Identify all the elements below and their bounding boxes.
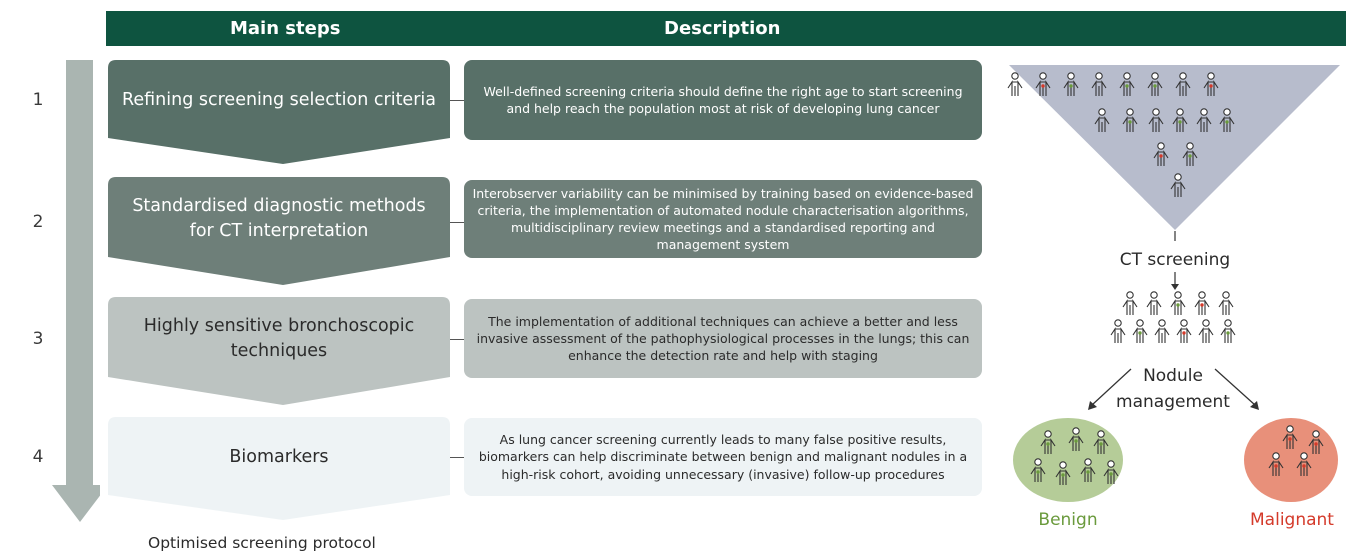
person-icon	[1219, 108, 1235, 132]
table-header-bar	[106, 11, 1346, 46]
step-title-2: Standardised diagnostic methods for CT i…	[132, 195, 426, 241]
step-description-2: Interobserver variability can be minimis…	[464, 180, 982, 258]
step-chevron-4	[108, 417, 450, 520]
person-icon	[1093, 430, 1109, 454]
person-icon	[1119, 72, 1135, 96]
step-number-1: 1	[32, 90, 44, 110]
person-icon	[1110, 319, 1126, 343]
person-icon	[1091, 72, 1107, 96]
step-chevron-3	[108, 297, 450, 405]
connector-2	[450, 222, 464, 223]
person-icon	[1175, 72, 1191, 96]
nodule-label-line2: management	[1116, 392, 1230, 412]
person-icon	[1170, 173, 1186, 197]
connector-1	[450, 100, 464, 101]
person-icon	[1122, 291, 1138, 315]
ct-screening-label: CT screening	[1120, 250, 1230, 270]
person-icon	[1308, 430, 1324, 454]
screening-funnel-illustration: CT screening Nodule management Benign Ma…	[1007, 65, 1340, 530]
person-icon	[1296, 452, 1312, 476]
nodule-label-line1: Nodule	[1143, 366, 1203, 386]
outcome-label: Optimised screening protocol	[148, 534, 376, 552]
step-number-3: 3	[32, 329, 44, 349]
person-icon	[1055, 461, 1071, 485]
funnel-triangle	[1009, 65, 1340, 230]
person-icon	[1080, 458, 1096, 482]
person-icon	[1176, 319, 1192, 343]
person-icon	[1068, 427, 1084, 451]
step-number-4: 4	[32, 447, 44, 467]
step-description-4: As lung cancer screening currently leads…	[464, 418, 982, 496]
person-icon	[1146, 291, 1162, 315]
step-title-3: Highly sensitive bronchoscopic technique…	[143, 315, 415, 361]
step-chevron-1	[108, 60, 450, 164]
connector-4	[450, 457, 464, 458]
person-icon	[1094, 108, 1110, 132]
person-icon	[1218, 291, 1234, 315]
person-icon	[1268, 452, 1284, 476]
benign-label: Benign	[1038, 510, 1097, 530]
malignant-group	[1244, 418, 1338, 502]
step-number-2: 2	[32, 212, 44, 232]
person-icon	[1148, 108, 1164, 132]
person-icon	[1040, 430, 1056, 454]
malignant-label: Malignant	[1250, 510, 1334, 530]
person-icon	[1172, 108, 1188, 132]
person-icon	[1147, 72, 1163, 96]
step-title-4: Biomarkers	[229, 447, 329, 468]
person-icon	[1103, 460, 1119, 484]
step-description-3: The implementation of additional techniq…	[464, 299, 982, 378]
person-icon	[1182, 142, 1198, 166]
person-icon	[1154, 319, 1170, 343]
person-icon	[1196, 108, 1212, 132]
step-chevrons	[108, 60, 450, 520]
step-title-1: Refining screening selection criteria	[122, 90, 436, 111]
benign-group	[1013, 418, 1123, 502]
person-icon	[1007, 72, 1023, 96]
person-icon	[1153, 142, 1169, 166]
connector-3	[450, 339, 464, 340]
person-icon	[1170, 291, 1186, 315]
person-icon	[1220, 319, 1236, 343]
person-icon	[1063, 72, 1079, 96]
person-icon	[1194, 291, 1210, 315]
person-icon	[1122, 108, 1138, 132]
main-steps-heading: Main steps	[230, 18, 341, 39]
step-description-1: Well-defined screening criteria should d…	[464, 60, 982, 140]
description-heading: Description	[664, 18, 781, 39]
step-chevron-2	[108, 177, 450, 285]
person-icon	[1198, 319, 1214, 343]
person-icon	[1132, 319, 1148, 343]
person-icon	[1203, 72, 1219, 96]
person-icon	[1282, 425, 1298, 449]
progress-arrow	[52, 60, 100, 522]
person-icon	[1035, 72, 1051, 96]
person-icon	[1030, 458, 1046, 482]
